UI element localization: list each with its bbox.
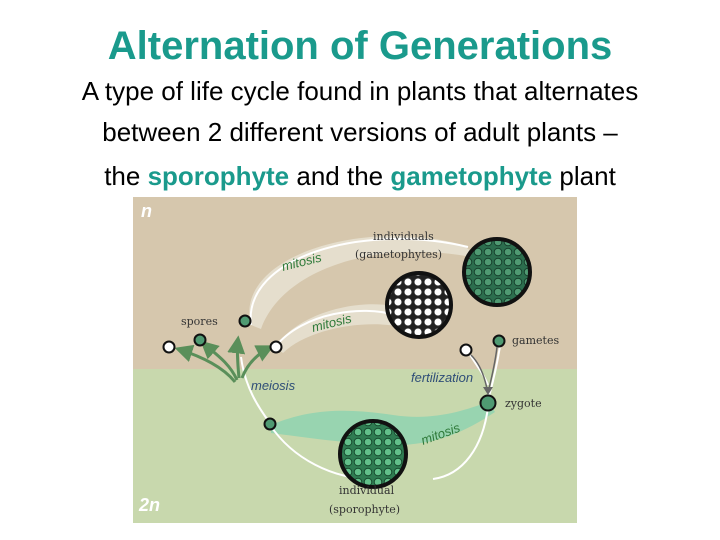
fertilization-arrow: [470, 346, 498, 390]
gametophyte-term: gametophyte: [390, 161, 553, 191]
haploid-label: n: [141, 201, 152, 221]
fertilization-arrowhead: [483, 387, 493, 395]
zygote-root-cell: [263, 417, 277, 431]
sporophyte-term: sporophyte: [147, 161, 290, 191]
individual-label: individual: [339, 484, 395, 497]
spores-label: spores: [181, 315, 218, 328]
spore-green-left: [193, 333, 207, 347]
gametophytes-label: (gametophytes): [355, 248, 442, 261]
gamete-green: [492, 334, 506, 348]
gametophyte-flow-band: [249, 235, 481, 329]
subtitle-line-1: A type of life cycle found in plants tha…: [81, 76, 639, 106]
sporophyte-label: (sporophyte): [329, 503, 400, 516]
gamete-white: [459, 343, 473, 357]
life-cycle-diagram: n 2n individuals (gametophytes) spores g…: [133, 197, 577, 523]
individuals-label: individuals: [373, 230, 434, 243]
diploid-label: 2n: [138, 495, 160, 515]
zygote-label: zygote: [505, 397, 542, 410]
meiosis-label: meiosis: [251, 378, 296, 393]
spore-white-right: [269, 340, 283, 354]
subtitle-text-plant: plant: [559, 161, 616, 191]
spore-white-left: [162, 340, 176, 354]
gametophyte-individual-white: [385, 271, 453, 339]
slide-title: Alternation of Generations: [107, 24, 613, 68]
spore-green-mid: [238, 314, 252, 328]
subtitle-text-and-the: and the: [296, 161, 384, 191]
gametophyte-flow-band-inner: [275, 304, 403, 353]
subtitle-line-3: the sporophyte and the gametophyte plant: [0, 160, 720, 192]
subtitle-line-2: between 2 different versions of adult pl…: [102, 117, 618, 147]
meiosis-arrows: [174, 335, 275, 383]
cycle-line-left-drop: [240, 356, 271, 424]
subtitle-text-the: the: [104, 161, 141, 191]
gametes-label: gametes: [512, 334, 559, 347]
gametophyte-individual-green: [462, 237, 532, 307]
cycle-line-fertilization: [467, 351, 489, 386]
sporophyte-individual: [338, 419, 408, 489]
fertilization-label: fertilization: [411, 370, 473, 385]
cycle-line-outer: [249, 237, 469, 326]
zygote-cell: [479, 394, 497, 412]
cycle-line-inner: [274, 309, 396, 348]
